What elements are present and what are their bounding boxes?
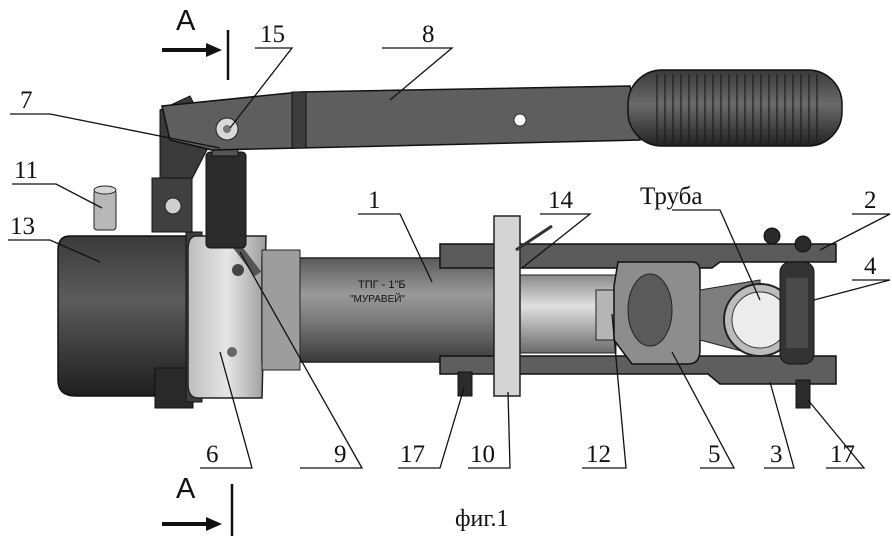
tie-rod <box>515 224 553 252</box>
frame-bottom-plate <box>439 355 837 385</box>
foot-left <box>457 371 473 397</box>
label-17-right: 17 <box>830 441 855 468</box>
label-3: 3 <box>770 441 783 468</box>
label-1: 1 <box>368 187 381 214</box>
frame-top-plate <box>439 227 837 269</box>
label-9: 9 <box>334 441 347 468</box>
main-cylinder: ТПГ - 1"Б "МУРАВЕЙ" <box>261 249 501 371</box>
clamp-block <box>493 215 521 397</box>
label-17-left: 17 <box>400 441 425 468</box>
pump-plunger <box>205 139 247 249</box>
roller <box>779 261 815 365</box>
pump-lever <box>161 85 641 151</box>
figure-caption: фиг.1 <box>455 506 509 532</box>
piston-rod <box>515 274 627 354</box>
filler-cap <box>93 185 117 231</box>
label-4: 4 <box>864 253 877 280</box>
lever-grip <box>627 69 843 147</box>
label-pipe: Труба <box>640 183 702 210</box>
leader-lines <box>8 47 891 469</box>
label-11: 11 <box>14 157 38 184</box>
label-14: 14 <box>548 187 574 214</box>
label-6: 6 <box>206 441 219 468</box>
engraving-name: "МУРАВЕЙ" <box>350 292 405 305</box>
pipe <box>699 279 797 357</box>
label-8: 8 <box>422 21 435 48</box>
section-letter-top: А <box>176 5 196 37</box>
label-5: 5 <box>708 441 721 468</box>
bending-shoe <box>613 261 701 365</box>
section-letter-bottom: А <box>176 473 196 505</box>
section-mark-bottom: А <box>162 473 234 536</box>
label-2: 2 <box>864 187 877 214</box>
engraving-model: ТПГ - 1"Б <box>358 279 406 291</box>
label-15: 15 <box>260 21 285 48</box>
foot-right <box>795 379 811 409</box>
label-7: 7 <box>20 87 33 114</box>
section-mark-top: А <box>162 5 230 80</box>
hydraulic-body <box>57 231 203 409</box>
label-13: 13 <box>10 213 35 240</box>
label-10: 10 <box>470 441 495 468</box>
label-12: 12 <box>586 441 611 468</box>
ring-nut <box>187 235 267 399</box>
